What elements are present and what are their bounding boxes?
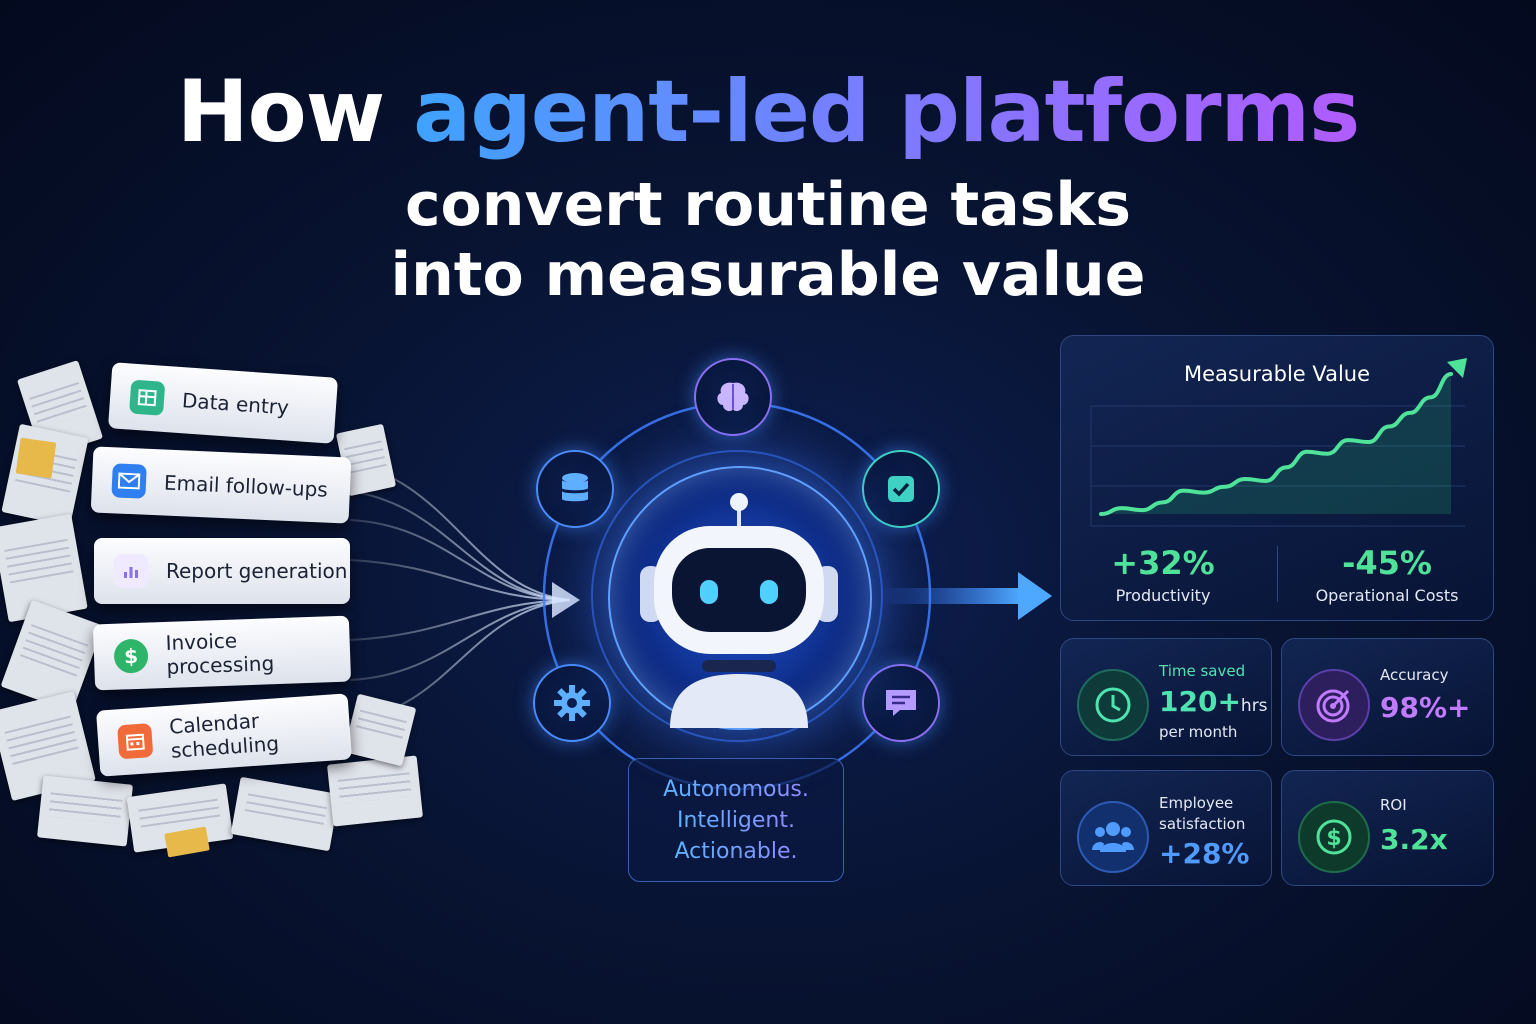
metric-label: Accuracy xyxy=(1380,666,1449,684)
trend-area xyxy=(1101,374,1451,514)
ai-agent-hub xyxy=(608,466,872,730)
bar-chart-document-icon xyxy=(114,554,148,588)
output-arrow xyxy=(1018,572,1052,620)
input-arrow xyxy=(552,582,580,618)
task-card-invoice-processing[interactable]: $ Invoice processing xyxy=(92,615,352,691)
panel-title: Measurable Value xyxy=(1183,362,1371,386)
trend-line xyxy=(1099,372,1453,516)
sticky-note xyxy=(15,437,57,479)
metric-sub: per month xyxy=(1159,723,1238,741)
kpi-label: Operational Costs xyxy=(1315,586,1459,605)
headline-how: How xyxy=(176,62,386,162)
task-card-calendar-scheduling[interactable]: Calendar scheduling xyxy=(96,693,352,777)
database-icon xyxy=(562,473,588,502)
paper-sheet xyxy=(37,775,133,847)
metric-label: ROI xyxy=(1380,796,1407,814)
envelope-icon xyxy=(111,463,147,499)
dollar-coin-icon: $ xyxy=(113,638,149,674)
task-card-report-generation[interactable]: Report generation xyxy=(94,538,350,604)
metric-card-accuracy: Accuracy 98%+ xyxy=(1281,638,1494,756)
headline-line-1: How agent-led platforms xyxy=(0,62,1536,162)
kpi-divider xyxy=(1277,546,1278,602)
metric-label: Time saved xyxy=(1159,662,1246,680)
task-card-data-entry[interactable]: Data entry xyxy=(107,362,339,444)
task-label: Invoice processing xyxy=(165,628,275,679)
chat-icon xyxy=(886,690,916,716)
people-icon xyxy=(1077,801,1149,873)
measurable-value-panel: Measurable Value +32% Productivity -45% … xyxy=(1060,335,1494,621)
headline-highlight: agent-led platforms xyxy=(413,62,1360,162)
metric-card-roi: $ ROI 3.2x xyxy=(1281,770,1494,886)
task-label: Email follow-ups xyxy=(163,470,329,502)
metric-unit: hrs xyxy=(1240,696,1268,716)
headline-line-2: convert routine tasks xyxy=(404,170,1132,240)
tagline-actionable: Actionable. xyxy=(675,836,798,867)
kpi-label: Productivity xyxy=(1115,586,1211,605)
checkbox-icon xyxy=(888,476,914,502)
clock-icon xyxy=(1077,669,1149,741)
headline-line-3: into measurable value xyxy=(390,240,1146,310)
metric-value: 3.2x xyxy=(1380,823,1448,856)
chat-node[interactable] xyxy=(862,664,940,742)
dollar-circle-icon: $ xyxy=(1298,801,1370,873)
kpi-value: -45% xyxy=(1342,544,1432,582)
trend-arrowhead xyxy=(1447,358,1467,378)
metric-label: Employee satisfaction xyxy=(1159,794,1246,833)
tagline-autonomous: Autonomous. xyxy=(663,774,809,805)
output-beam xyxy=(880,588,1020,604)
task-label: Calendar scheduling xyxy=(168,708,280,763)
chart-grid xyxy=(1090,405,1465,527)
tagline-intelligent: Intelligent. xyxy=(677,805,795,836)
robot-icon xyxy=(640,493,838,728)
svg-text:$: $ xyxy=(1326,826,1341,851)
kpi-operational-costs: -45% Operational Costs xyxy=(1277,544,1497,605)
task-streams xyxy=(329,459,571,721)
brain-icon xyxy=(717,382,749,412)
kpi-value: +32% xyxy=(1111,544,1215,582)
agent-tagline: Autonomous. Intelligent. Actionable. xyxy=(628,758,844,882)
paper-sheet xyxy=(327,755,423,827)
checkbox-node[interactable] xyxy=(862,450,940,528)
task-label: Report generation xyxy=(166,559,348,583)
metric-value: 120+hrs xyxy=(1159,685,1268,718)
task-card-email-follow-ups[interactable]: Email follow-ups xyxy=(90,446,352,524)
metric-value: +28% xyxy=(1159,837,1250,870)
target-icon xyxy=(1298,669,1370,741)
spreadsheet-icon xyxy=(129,379,166,416)
kpi-productivity: +32% Productivity xyxy=(1053,544,1273,605)
brain-node[interactable] xyxy=(694,358,772,436)
task-label: Data entry xyxy=(181,388,290,420)
metric-value: 98%+ xyxy=(1380,691,1471,724)
metric-number: 120+ xyxy=(1159,685,1241,718)
metric-card-time-saved: Time saved 120+hrs per month xyxy=(1060,638,1272,756)
metric-card-employee-satisfaction: Employee satisfaction +28% xyxy=(1060,770,1272,886)
gear-icon xyxy=(554,685,590,721)
value-trend-chart xyxy=(1090,358,1467,527)
calendar-icon xyxy=(117,723,154,760)
database-node[interactable] xyxy=(536,450,614,528)
gear-node[interactable] xyxy=(533,664,611,742)
